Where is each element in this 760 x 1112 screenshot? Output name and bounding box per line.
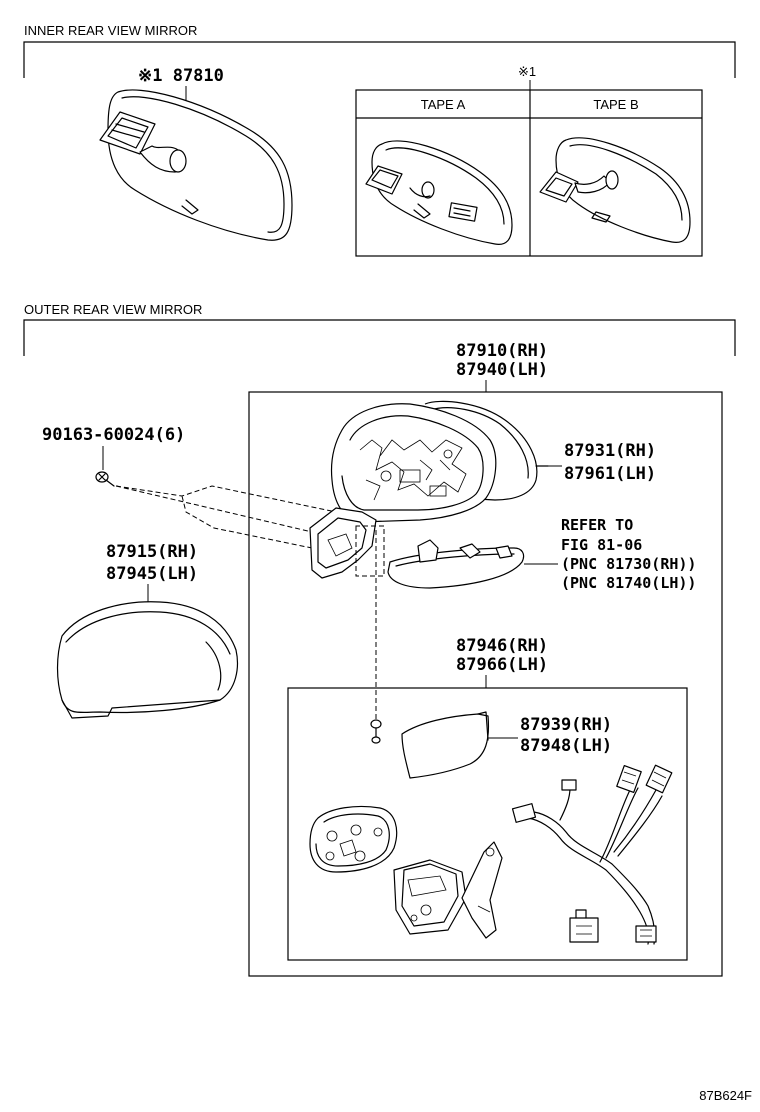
label-90163: 90163-60024(6) <box>42 425 185 445</box>
refer-line-4: (PNC 81740(LH)) <box>561 574 696 592</box>
label-87945: 87945(LH) <box>106 564 198 584</box>
label-87915: 87915(RH) <box>106 542 198 562</box>
label-87910: 87910(RH) <box>456 341 548 361</box>
assembly-87910-frame <box>248 391 723 977</box>
small-cover-illustration <box>401 711 490 779</box>
label-87961: 87961(LH) <box>564 464 656 484</box>
label-87966: 87966(LH) <box>456 655 548 675</box>
label-87939: 87939(RH) <box>520 715 612 735</box>
turn-lamp-illustration <box>387 539 525 589</box>
label-87946: 87946(RH) <box>456 636 548 656</box>
note-mark-tape: ※1 <box>518 64 536 79</box>
tape-a-mirror-illustration <box>365 140 513 245</box>
tape-a-label: TAPE A <box>421 97 466 112</box>
refer-line-3: (PNC 81730(RH)) <box>561 555 696 573</box>
mirror-body-illustration <box>330 400 538 523</box>
tape-b-label: TAPE B <box>593 97 638 112</box>
motor-bracket-illustration <box>393 841 503 939</box>
refer-line-2: FIG 81-06 <box>561 536 642 554</box>
label-87940: 87940(LH) <box>456 360 548 380</box>
label-87931: 87931(RH) <box>564 441 656 461</box>
inner-section-bracket <box>23 41 736 78</box>
screw-90163-illustration <box>95 471 115 487</box>
mirror-base-illustration <box>309 507 385 579</box>
label-87948: 87948(LH) <box>520 736 612 756</box>
inner-section-title: INNER REAR VIEW MIRROR <box>24 23 197 38</box>
screw-guide-lines <box>115 485 337 549</box>
screw-small-illustration <box>370 719 382 744</box>
clip-illustration <box>569 909 599 943</box>
subassembly-87946-frame <box>287 687 688 961</box>
mirror-cover-illustration <box>56 601 239 719</box>
outer-section-bracket <box>23 319 736 356</box>
tape-table-frame <box>355 89 703 257</box>
outer-section-title: OUTER REAR VIEW MIRROR <box>24 302 202 317</box>
figure-id: 87B624F <box>699 1088 752 1103</box>
tape-b-mirror-illustration <box>539 137 691 243</box>
label-87810: ※1 87810 <box>138 66 224 86</box>
refer-line-1: REFER TO <box>561 516 633 534</box>
actuator-plate-illustration <box>309 805 398 873</box>
inner-mirror-illustration <box>99 89 293 241</box>
wire-harness-illustration <box>511 764 673 945</box>
